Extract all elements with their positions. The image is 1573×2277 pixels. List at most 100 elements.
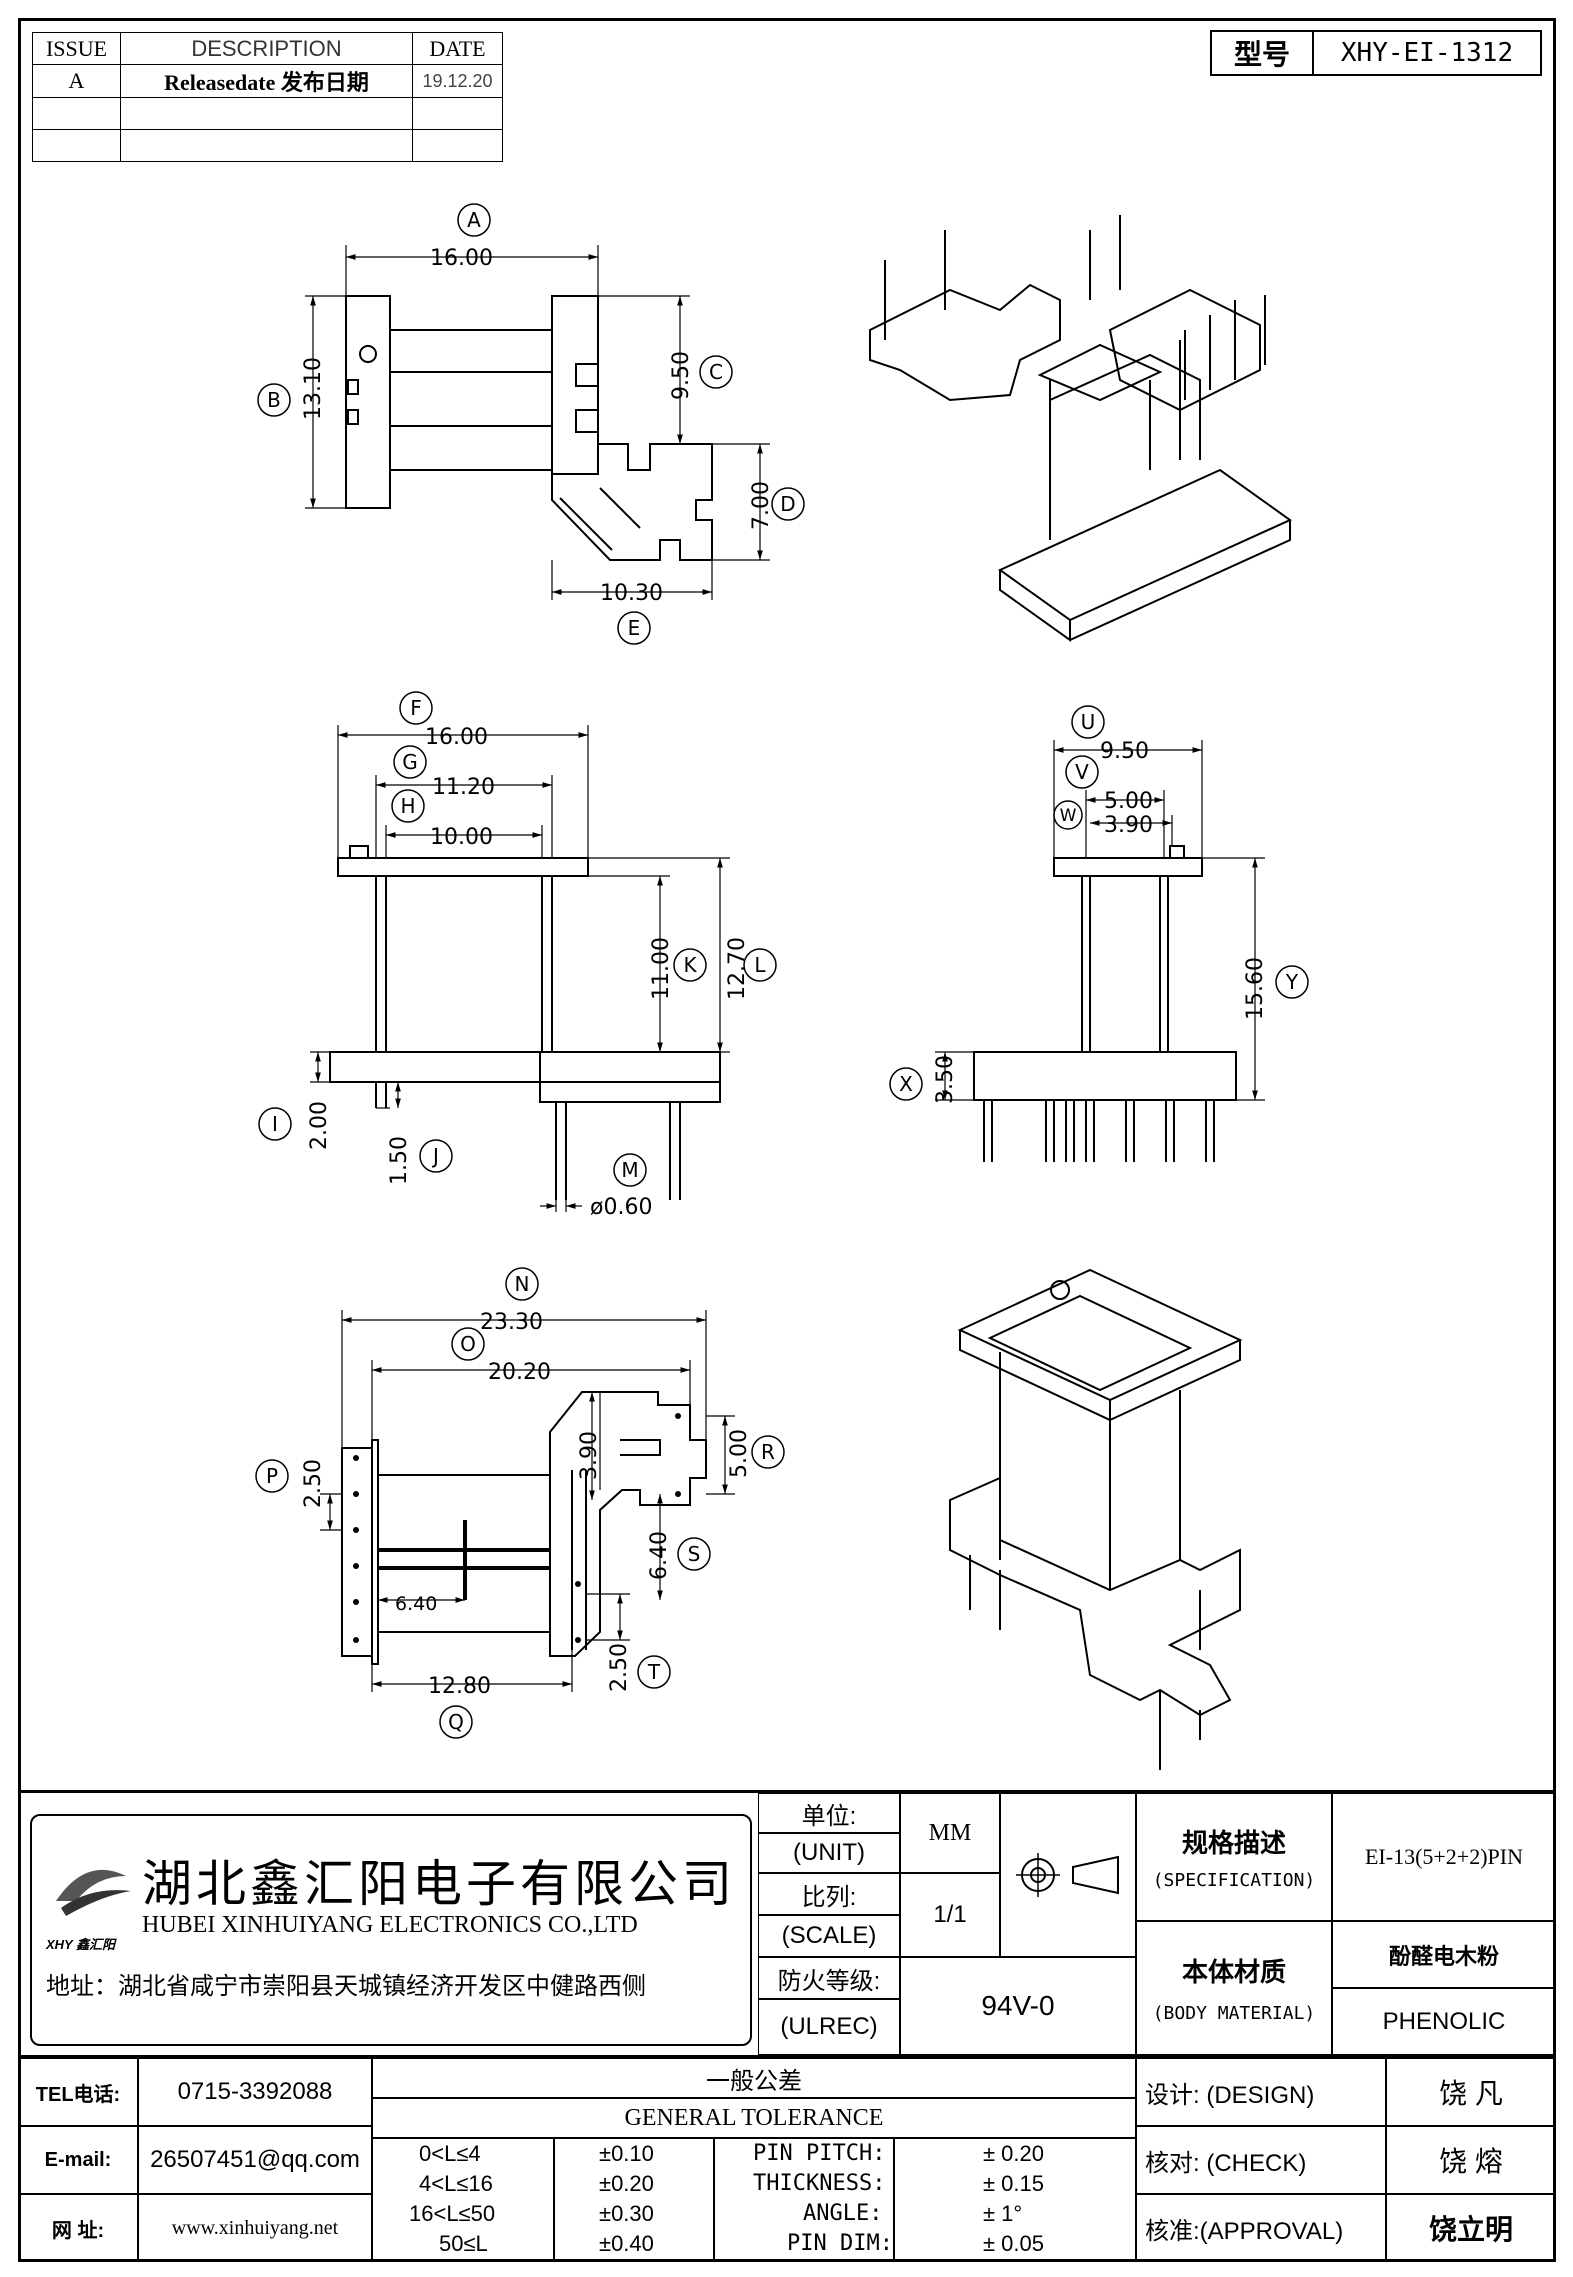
dim-r-value: 5.00 bbox=[727, 1429, 752, 1478]
rev-header-date: DATE bbox=[412, 32, 503, 65]
drawing-frame bbox=[18, 18, 1556, 2262]
dim-m-value: ø0.60 bbox=[590, 1195, 652, 1220]
technical-drawings: 16.00 13.10 9.50 7.00 10.30 ABC DE bbox=[255, 203, 1309, 1770]
dim-inner-value: 6.40 bbox=[395, 1593, 437, 1615]
web-label: 网 址: bbox=[18, 2194, 138, 2262]
svg-text:N: N bbox=[515, 1272, 530, 1296]
dim-v-value: 5.00 bbox=[1104, 789, 1153, 814]
dim-s-value: 6.40 bbox=[647, 1531, 672, 1580]
svg-text:F: F bbox=[410, 696, 422, 720]
unit-value: MM bbox=[900, 1793, 1000, 1873]
svg-text:E: E bbox=[628, 616, 641, 640]
svg-text:P: P bbox=[266, 1464, 278, 1488]
side-view bbox=[973, 845, 1237, 1162]
dim-n-value: 23.30 bbox=[480, 1310, 543, 1335]
dim-t-value: 2.50 bbox=[607, 1643, 632, 1692]
tel-label: TEL电话: bbox=[18, 2058, 138, 2126]
revision-table: ISSUE DESCRIPTION DATE A Releasedate 发布日… bbox=[32, 32, 503, 162]
svg-text:W: W bbox=[1060, 806, 1077, 826]
company-block: XHY 鑫汇阳 湖北鑫汇阳电子有限公司 HUBEI XINHUIYANG ELE… bbox=[30, 1814, 752, 2046]
bottom-view bbox=[341, 1391, 707, 1665]
material-cn-value: 酚醛电木粉 bbox=[1332, 1921, 1556, 1988]
svg-text:K: K bbox=[683, 953, 697, 977]
dim-h-value: 10.00 bbox=[430, 825, 493, 850]
dim-o-value: 20.20 bbox=[488, 1360, 551, 1385]
check-label: 核对: (CHECK) bbox=[1136, 2126, 1386, 2194]
dim-j-value: 1.50 bbox=[387, 1136, 412, 1185]
email-label: E-mail: bbox=[18, 2126, 138, 2194]
dim-q-value: 12.80 bbox=[428, 1674, 491, 1699]
tol-range: 4<L≤16 bbox=[419, 2171, 493, 2196]
svg-text:J: J bbox=[431, 1144, 439, 1168]
tol-range: 50≤L bbox=[439, 2231, 488, 2256]
email-value: 26507451@qq.com bbox=[138, 2126, 372, 2194]
svg-text:U: U bbox=[1081, 710, 1096, 734]
dim-l-value: 12.70 bbox=[725, 937, 750, 1000]
svg-text:Q: Q bbox=[448, 1710, 464, 1734]
material-en-value: PHENOLIC bbox=[1332, 1988, 1556, 2055]
tol-item-value: ± 0.05 bbox=[983, 2231, 1045, 2256]
iso-view-top bbox=[869, 215, 1292, 642]
company-name-en: HUBEI XINHUIYANG ELECTRONICS CO.,LTD bbox=[142, 1912, 638, 1938]
svg-text:C: C bbox=[709, 360, 723, 384]
fire-value: 94V-0 bbox=[900, 1957, 1136, 2055]
check-name: 饶 熔 bbox=[1386, 2126, 1556, 2194]
fire-cn: 防火等级: bbox=[758, 1957, 900, 1999]
scale-value: 1/1 bbox=[900, 1873, 1000, 1957]
tolerance-title-cn: 一般公差 bbox=[372, 2058, 1136, 2098]
svg-text:T: T bbox=[647, 1660, 661, 1684]
svg-text:G: G bbox=[402, 750, 418, 774]
tol-value: ±0.30 bbox=[599, 2201, 654, 2226]
tolerance-row: 4<L≤16 ±0.20 THICKNESS: ± 0.15 bbox=[373, 2171, 1135, 2201]
spec-label-cell: 规格描述 (SPECIFICATION) bbox=[1136, 1793, 1332, 1921]
dim-x-value: 3.50 bbox=[933, 1055, 958, 1104]
top-view bbox=[345, 295, 713, 561]
tolerance-row: 0<L≤4 ±0.10 PIN PITCH: ± 0.20 bbox=[373, 2141, 1135, 2171]
dim-p-value: 2.50 bbox=[301, 1459, 326, 1508]
rev-date: 19.12.20 bbox=[412, 64, 503, 98]
company-name-cn: 湖北鑫汇阳电子有限公司 bbox=[142, 1855, 736, 1913]
projection-icon bbox=[1016, 1853, 1119, 1897]
spec-value: EI-13(5+2+2)PIN bbox=[1332, 1793, 1556, 1921]
dim-i-value: 2.00 bbox=[307, 1101, 332, 1150]
tol-value: ±0.40 bbox=[599, 2231, 654, 2256]
projection-symbol bbox=[1000, 1793, 1136, 1957]
svg-text:O: O bbox=[460, 1332, 476, 1356]
tol-item: THICKNESS: bbox=[753, 2171, 886, 2196]
dim-b-value: 13.10 bbox=[301, 357, 326, 420]
tolerance-row: 50≤L ±0.40 PIN DIM: ± 0.05 bbox=[373, 2231, 1135, 2261]
dim-a-value: 16.00 bbox=[430, 246, 493, 271]
tol-item-value: ± 0.15 bbox=[983, 2171, 1045, 2196]
logo-text: XHY 鑫汇阳 bbox=[46, 1937, 116, 1952]
design-label: 设计: (DESIGN) bbox=[1136, 2058, 1386, 2126]
tol-range: 16<L≤50 bbox=[409, 2201, 496, 2226]
dim-u-value: 9.50 bbox=[1100, 739, 1149, 764]
iso-view-bottom bbox=[949, 1268, 1243, 1770]
svg-text:D: D bbox=[780, 492, 795, 516]
material-en: (BODY MATERIAL) bbox=[1152, 2003, 1316, 2024]
company-address: 地址：湖北省咸宁市崇阳县天城镇经济开发区中健路西侧 bbox=[46, 1973, 646, 2000]
dim-e-value: 10.30 bbox=[600, 581, 663, 606]
company-logo bbox=[56, 1869, 131, 1916]
fire-en: (ULREC) bbox=[758, 1999, 900, 2055]
spec-en: (SPECIFICATION) bbox=[1152, 1870, 1316, 1891]
svg-text:M: M bbox=[621, 1158, 638, 1182]
svg-text:I: I bbox=[272, 1112, 278, 1136]
tol-item-value: ± 0.20 bbox=[983, 2141, 1045, 2166]
tol-item: PIN DIM: bbox=[787, 2231, 893, 2256]
front-view bbox=[329, 845, 721, 1200]
tolerance-table: 0<L≤4 ±0.10 PIN PITCH: ± 0.20 4<L≤16 ±0.… bbox=[372, 2138, 1136, 2262]
web-value: www.xinhuiyang.net bbox=[138, 2194, 372, 2262]
svg-text:Y: Y bbox=[1285, 970, 1299, 994]
material-cn: 本体材质 bbox=[1181, 1957, 1286, 1987]
dim-w-value: 3.90 bbox=[1104, 813, 1153, 838]
svg-text:L: L bbox=[754, 953, 766, 977]
rev-issue: A bbox=[32, 64, 121, 98]
tol-value: ±0.20 bbox=[599, 2171, 654, 2196]
svg-text:H: H bbox=[400, 794, 415, 818]
dim-c-value: 9.50 bbox=[669, 351, 694, 400]
tol-item: PIN PITCH: bbox=[753, 2141, 886, 2166]
tol-value: ±0.10 bbox=[599, 2141, 654, 2166]
approval-label: 核准:(APPROVAL) bbox=[1136, 2194, 1386, 2262]
dim-s1-value: 3.90 bbox=[577, 1431, 602, 1480]
